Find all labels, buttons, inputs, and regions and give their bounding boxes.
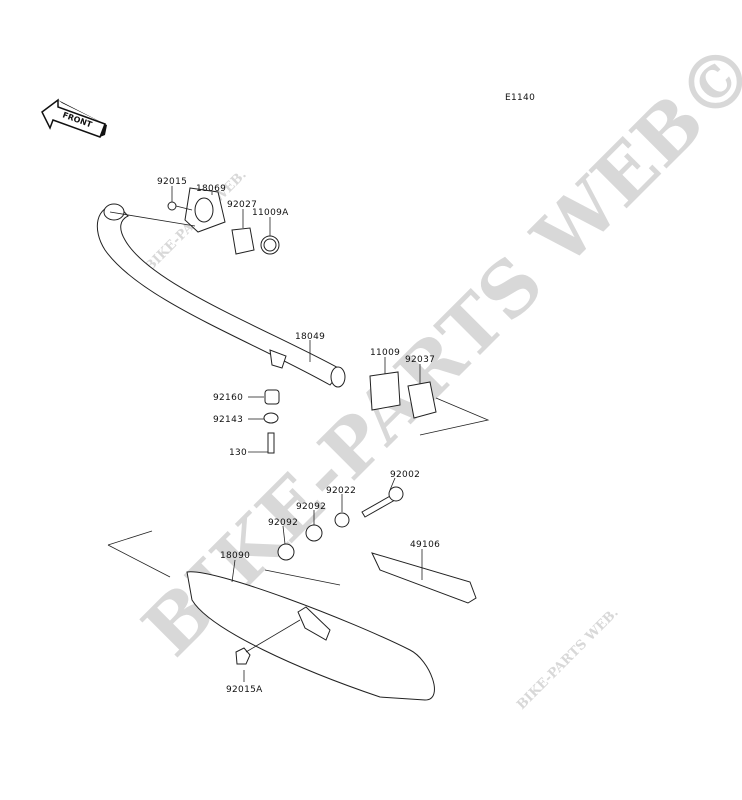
callout-92092-a: 92092 [296, 502, 326, 512]
callout-92015: 92015 [157, 177, 187, 187]
front-arrow-icon: FRONT [41, 98, 107, 138]
callout-18049: 18049 [295, 332, 325, 342]
callout-92092-b: 92092 [268, 518, 298, 528]
callout-92027: 92027 [227, 200, 257, 210]
cover-49106 [371, 552, 477, 604]
collar-92027 [231, 227, 255, 255]
callout-92160: 92160 [213, 393, 243, 403]
callout-11009A: 11009A [252, 208, 289, 218]
callout-92002: 92002 [390, 470, 420, 480]
nut-92015A [235, 647, 251, 665]
nut-92015 [167, 201, 177, 211]
washer-92022 [334, 512, 350, 528]
watermark-small-bottom: BIKE-PARTS WEB. [514, 605, 621, 712]
bracket [297, 606, 331, 641]
callout-92037: 92037 [405, 355, 435, 365]
callout-130: 130 [229, 448, 247, 458]
exhaust-pipe-18049 [96, 203, 346, 388]
leader-lines [109, 186, 423, 682]
muffler-18090 [186, 571, 435, 701]
damper-92092-a [305, 524, 323, 542]
callout-92022: 92022 [326, 486, 356, 496]
callout-49106: 49106 [410, 540, 440, 550]
damper-92092-b [277, 543, 295, 561]
callout-18069: 18069 [196, 184, 226, 194]
diagram-code: E1140 [505, 93, 535, 103]
bolt-130 [267, 432, 275, 454]
callout-92015A: 92015A [226, 685, 263, 695]
gasket-11009 [369, 371, 401, 411]
damper-92160 [264, 389, 280, 405]
callout-11009: 11009 [370, 348, 400, 358]
collar-92143 [263, 412, 279, 424]
callout-18090: 18090 [220, 551, 250, 561]
clamp-92037 [407, 381, 437, 419]
callout-92143: 92143 [213, 415, 243, 425]
